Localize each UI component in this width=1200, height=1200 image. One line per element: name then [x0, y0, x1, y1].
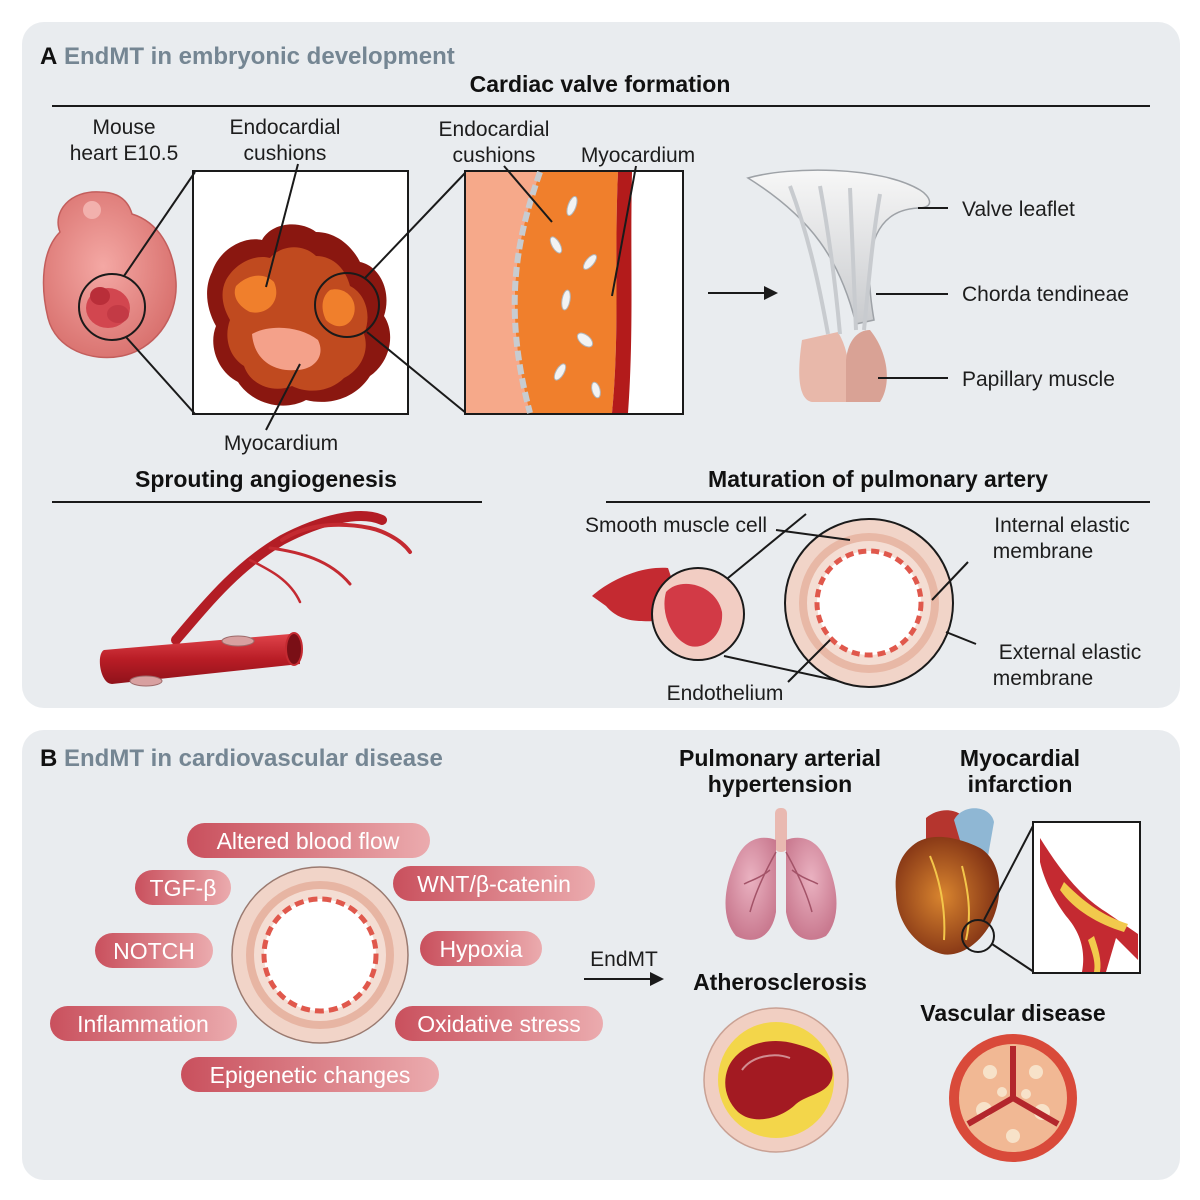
- cushions-label-2b: cushions: [453, 144, 536, 167]
- trigger-label: NOTCH: [113, 938, 195, 964]
- cushions-label-1b: cushions: [244, 142, 327, 165]
- atherosclerosis-illustration: [703, 1007, 849, 1153]
- lungs-illustration: [725, 808, 837, 940]
- trigger-pill: Inflammation: [50, 1006, 237, 1041]
- myocardium-label-bottom: Myocardium: [224, 432, 338, 455]
- panel-b-letter: B: [40, 745, 57, 772]
- papillary-muscle-label: Papillary muscle: [962, 368, 1115, 391]
- cushions-label-2a: Endocardial: [439, 118, 550, 141]
- eem-label-2: membrane: [993, 667, 1093, 690]
- vascular-disease-illustration: [949, 1034, 1077, 1162]
- trigger-label: Hypoxia: [439, 936, 522, 962]
- mouse-embryo-illustration: [42, 191, 177, 359]
- trigger-pill: NOTCH: [95, 933, 213, 968]
- mouse-label-1: Mouse: [92, 116, 155, 139]
- endmt-arrow-label: EndMT: [590, 948, 658, 971]
- heart-illustration: [895, 808, 1000, 955]
- trigger-pill: Altered blood flow: [187, 823, 430, 858]
- chorda-tendineae-label: Chorda tendineae: [962, 283, 1129, 306]
- trigger-pill: Epigenetic changes: [181, 1057, 439, 1092]
- trigger-label: Altered blood flow: [217, 828, 400, 854]
- iem-label-2: membrane: [993, 540, 1093, 563]
- vessel-ring-illustration: [231, 866, 409, 1044]
- myocardium-label-top: Myocardium: [581, 144, 695, 167]
- iem-label-1: Internal elastic: [994, 514, 1129, 537]
- heart-section-illustration: [207, 224, 391, 406]
- trigger-label: Inflammation: [77, 1011, 209, 1037]
- sprouting-vessel-illustration: [99, 511, 412, 687]
- pah-heading-2: hypertension: [708, 771, 852, 797]
- cushion-tissue-illustration: [466, 171, 632, 414]
- embryo-heart-zoom-circle: [78, 273, 146, 341]
- sprouting-heading: Sprouting angiogenesis: [135, 466, 397, 492]
- eem-label-1: External elastic: [999, 641, 1141, 664]
- trigger-label: Epigenetic changes: [210, 1062, 411, 1088]
- mi-heading-2: infarction: [968, 771, 1073, 797]
- endothelium-label: Endothelium: [667, 682, 784, 705]
- valve-leaflet-label: Valve leaflet: [962, 198, 1075, 221]
- mouse-label-2: heart E10.5: [70, 142, 179, 165]
- cushion-zoom-circle: [314, 272, 380, 338]
- pulmonary-heading: Maturation of pulmonary artery: [708, 466, 1048, 492]
- trigger-label: Oxidative stress: [417, 1011, 581, 1037]
- trigger-pill: Hypoxia: [420, 931, 542, 966]
- pulmonary-vessel-illustration: [592, 567, 745, 661]
- valve-heading: Cardiac valve formation: [470, 71, 731, 97]
- panel-a-letter: A: [40, 43, 57, 70]
- cushions-label-1a: Endocardial: [230, 116, 341, 139]
- valve-leaflet-illustration: [746, 169, 931, 402]
- smooth-muscle-label: Smooth muscle cell: [585, 514, 767, 537]
- trigger-label: TGF-β: [150, 875, 217, 901]
- pah-heading-1: Pulmonary arterial: [679, 745, 881, 771]
- trigger-pill: Oxidative stress: [395, 1006, 603, 1041]
- pulmonary-cross-section: [784, 518, 954, 688]
- panel-b-title: EndMT in cardiovascular disease: [64, 745, 443, 772]
- mi-heading-1: Myocardial: [960, 745, 1080, 771]
- atherosclerosis-heading: Atherosclerosis: [693, 969, 867, 995]
- blocked-artery-illustration: [1040, 838, 1138, 972]
- trigger-pill: TGF-β: [135, 870, 231, 905]
- trigger-label: WNT/β-catenin: [417, 871, 571, 897]
- vascular-disease-heading: Vascular disease: [920, 1000, 1105, 1026]
- trigger-pill: WNT/β-catenin: [393, 866, 595, 901]
- panel-a-title: EndMT in embryonic development: [64, 43, 455, 70]
